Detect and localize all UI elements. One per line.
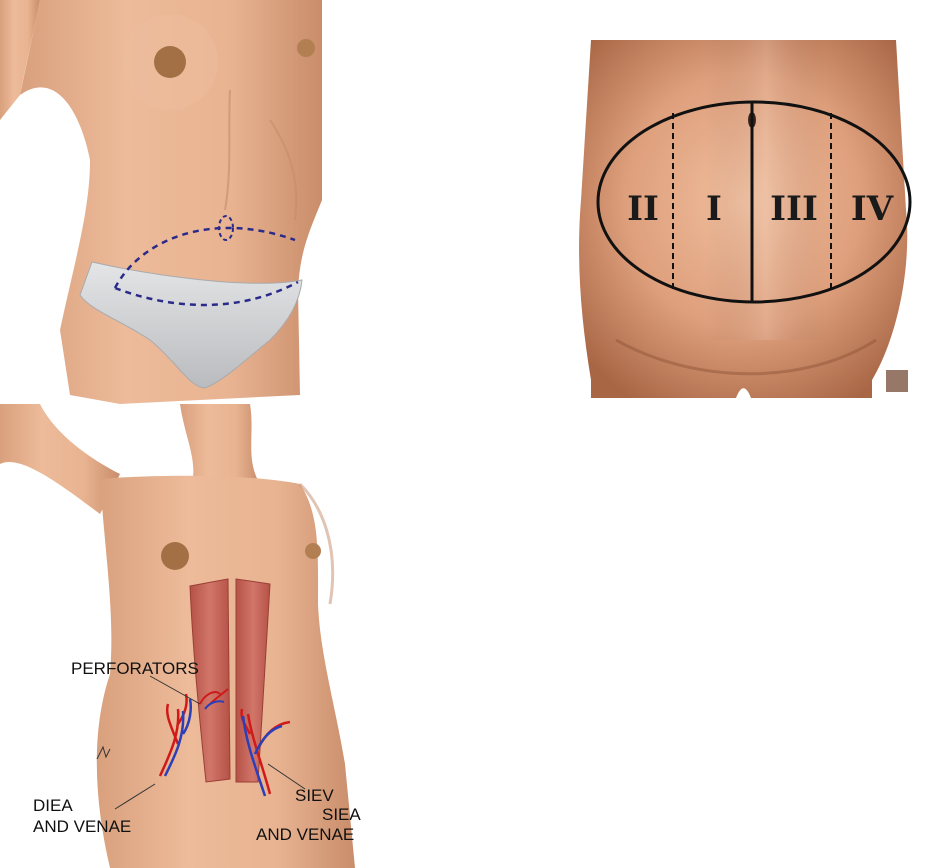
torso-vessels-svg: PERFORATORS DIEA AND VENAE SIEV SIEA AND… bbox=[0, 404, 380, 868]
nipple-right bbox=[297, 39, 315, 57]
artist-signature-mark bbox=[886, 370, 908, 392]
label-siev: SIEV bbox=[295, 786, 334, 805]
torso-incision-svg bbox=[0, 0, 322, 404]
label-diea-line2: AND VENAE bbox=[33, 817, 131, 836]
label-diea-line1: DIEA bbox=[33, 796, 73, 815]
torso-vessels-illustration: PERFORATORS DIEA AND VENAE SIEV SIEA AND… bbox=[0, 404, 380, 868]
label-perforators: PERFORATORS bbox=[71, 659, 199, 678]
torso-incision-illustration bbox=[0, 0, 322, 404]
label-siea-line1: SIEA bbox=[322, 805, 361, 824]
abdomen-zones-svg: II I III IV bbox=[576, 40, 912, 398]
nipple-right bbox=[305, 543, 321, 559]
zone-label-3: III bbox=[770, 189, 818, 229]
nipple-left bbox=[161, 542, 189, 570]
abdomen-zones-illustration: II I III IV bbox=[576, 40, 912, 398]
zone-label-2: II bbox=[627, 189, 659, 229]
nipple-left bbox=[154, 46, 186, 78]
label-siea-line2: AND VENAE bbox=[256, 825, 354, 844]
zone-label-1: I bbox=[706, 189, 722, 229]
zone-label-4: IV bbox=[851, 189, 894, 229]
